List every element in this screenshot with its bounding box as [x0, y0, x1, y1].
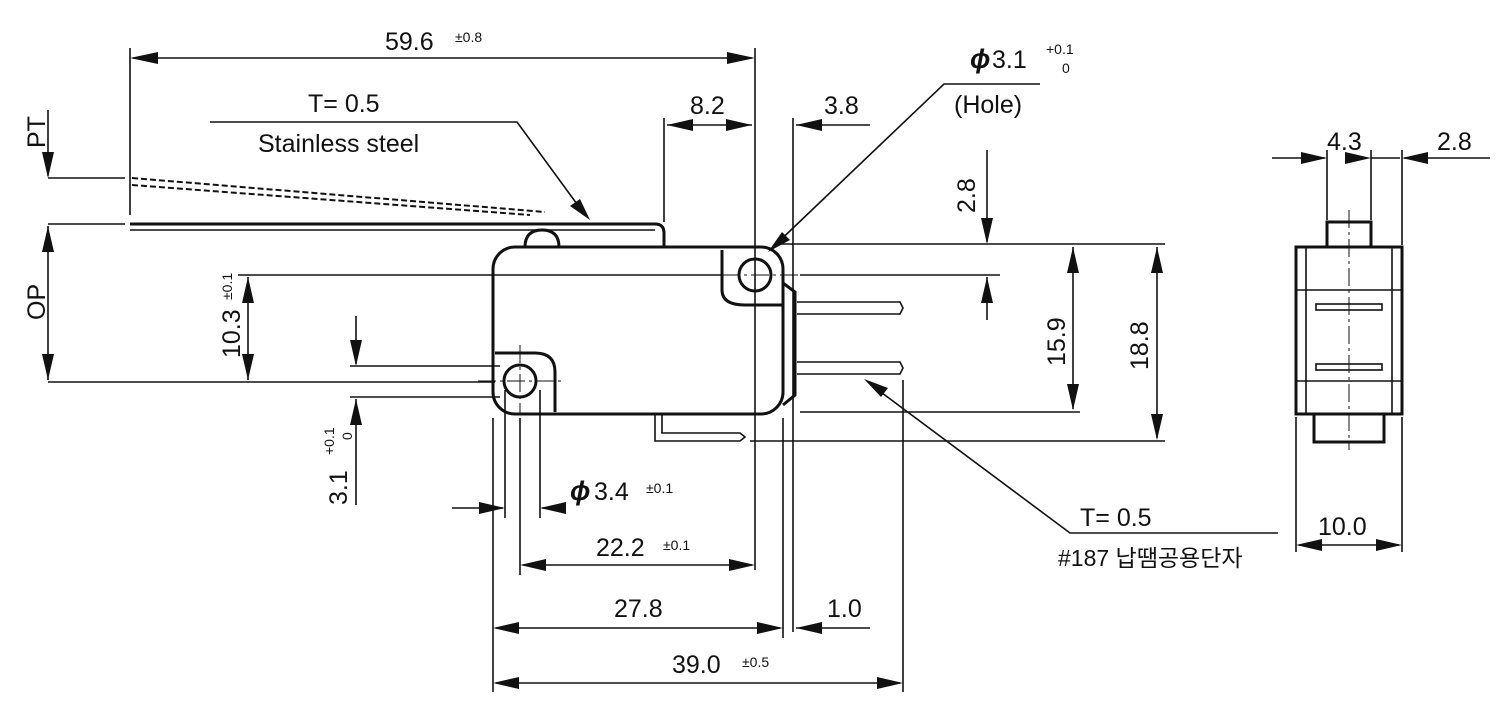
- pin-dia-tol: ±0.1: [646, 480, 673, 496]
- height-1: 15.9: [1043, 317, 1071, 366]
- hole-offset: 3.8: [824, 92, 859, 120]
- hole-label: (Hole): [954, 91, 1022, 119]
- body-length: 27.8: [614, 595, 663, 623]
- side-total: 10.0: [1318, 513, 1367, 541]
- hole-top-offset: 2.8: [953, 178, 981, 213]
- height-2: 18.8: [1126, 321, 1154, 370]
- pin-dia-value: 3.4: [594, 478, 629, 506]
- hole-dia-tol-upper: +0.1: [1046, 41, 1074, 57]
- hole-dia-tol-lower: 0: [1062, 60, 1070, 76]
- switch-side-view: [1294, 210, 1404, 450]
- switch-body-front-view: [491, 228, 797, 416]
- mount-height-tol: ±0.1: [219, 273, 235, 300]
- side-width-1: 4.3: [1327, 128, 1362, 156]
- side-view-dimensions: [1272, 150, 1490, 552]
- hole2-dia-value: 3.1: [325, 470, 353, 505]
- terminal-note: #187 납땜공용단자: [1058, 545, 1243, 571]
- hole-dia-phi: ϕ: [970, 44, 990, 74]
- lever-thickness: T= 0.5: [308, 90, 380, 118]
- overall-length-tol: ±0.8: [455, 29, 482, 45]
- total-length-tol: ±0.5: [742, 654, 769, 670]
- pt-label: PT: [23, 116, 51, 148]
- side-width-2: 2.8: [1437, 128, 1472, 156]
- terminal-gap: 1.0: [827, 595, 862, 623]
- mount-height-value: 10.3: [218, 309, 246, 358]
- lever-arm: [130, 177, 666, 246]
- terminal-thickness: T= 0.5: [1080, 504, 1152, 532]
- pin-dia-phi: ϕ: [570, 476, 590, 506]
- hole-dia-value: 3.1: [992, 46, 1027, 74]
- hole2-dia-tol-upper: +0.1: [321, 427, 337, 455]
- hole-pitch-value: 22.2: [596, 534, 645, 562]
- hole2-dia-tol-lower: 0: [339, 432, 355, 440]
- total-length-value: 39.0: [672, 651, 721, 679]
- terminals: [654, 301, 904, 442]
- hole-pitch-tol: ±0.1: [663, 537, 690, 553]
- op-label: OP: [23, 284, 51, 320]
- dimension-lines: [42, 48, 1278, 692]
- pivot-offset: 8.2: [690, 92, 725, 120]
- center-lines: [478, 235, 800, 415]
- overall-length-value: 59.6: [385, 28, 434, 56]
- dimension-labels: 59.6 ±0.8 T= 0.5 Stainless steel 8.2 3.8…: [23, 28, 1472, 679]
- lever-material: Stainless steel: [258, 130, 419, 158]
